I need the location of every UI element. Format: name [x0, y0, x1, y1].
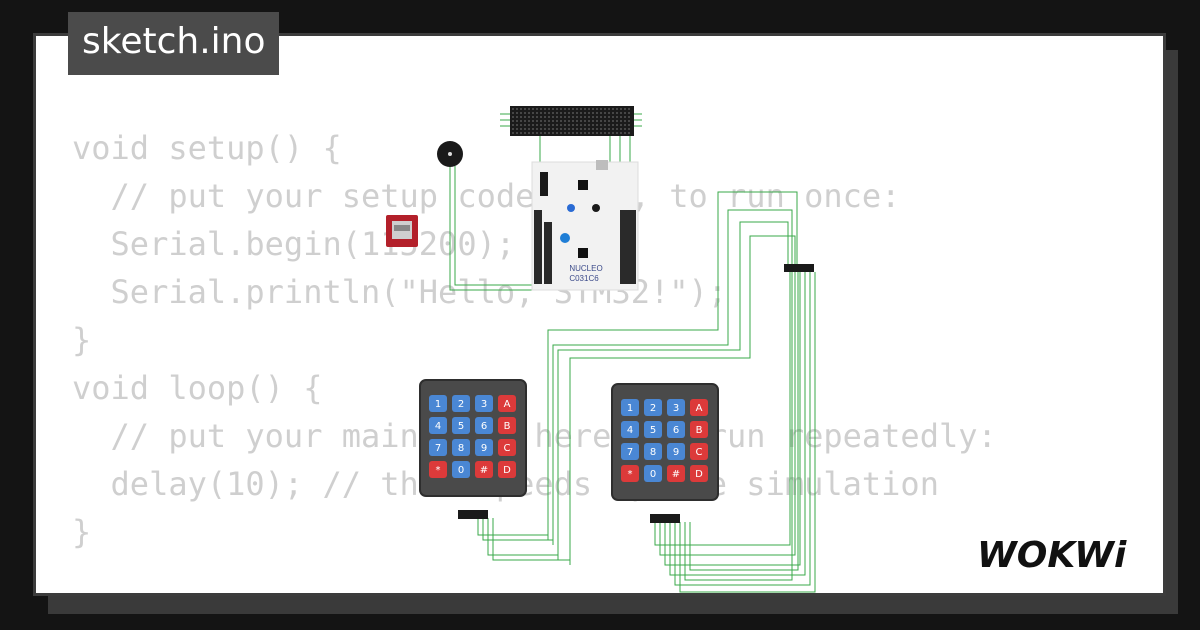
wokwi-logo: WOKWi: [977, 535, 1127, 576]
keypad-left[interactable]: 1 2 3 A 4 5 6 B 7 8 9 C * 0 # D: [419, 379, 527, 519]
keypad-key-label: 6: [673, 425, 679, 436]
keypad-key[interactable]: [475, 417, 493, 434]
keypad-key[interactable]: [690, 399, 708, 416]
keypad-key[interactable]: [621, 421, 639, 438]
nucleo-board[interactable]: NUCLEO C031C6: [531, 160, 639, 291]
keypad-key[interactable]: [429, 461, 447, 478]
keypad-key-label: 8: [650, 447, 656, 458]
wires: [449, 122, 816, 593]
keypad-key[interactable]: [452, 395, 470, 412]
file-tab[interactable]: sketch.ino: [68, 12, 280, 75]
logo-text: WOKWi: [977, 535, 1127, 576]
keypad-key[interactable]: [452, 461, 470, 478]
keypad-key-label: 7: [435, 443, 441, 454]
keypad-key-label: *: [436, 465, 441, 476]
code-line: }: [72, 513, 92, 551]
sd-card-module[interactable]: [386, 215, 418, 247]
keypad-key[interactable]: [644, 443, 662, 460]
keypad-right[interactable]: 1 2 3 A 4 5 6 B 7 8 9 C * 0 # D: [611, 383, 719, 523]
keypad-key-label: 5: [650, 425, 656, 436]
keypad-key[interactable]: [498, 461, 516, 478]
keypad-key-label: 6: [481, 421, 487, 432]
keypad-key-label: 3: [481, 399, 487, 410]
keypad-key[interactable]: [475, 439, 493, 456]
keypad-key-label: 1: [627, 403, 633, 414]
keypad-key-label: 4: [627, 425, 633, 436]
keypad-key[interactable]: [498, 417, 516, 434]
keypad-key-label: 2: [650, 403, 656, 414]
keypad-key[interactable]: [667, 465, 685, 482]
keypad-key[interactable]: [475, 461, 493, 478]
keypad-key[interactable]: [498, 439, 516, 456]
keypad-key-label: 5: [458, 421, 464, 432]
keypad-key-label: B: [504, 421, 511, 432]
keypad-key[interactable]: [667, 443, 685, 460]
keypad-key[interactable]: [452, 417, 470, 434]
keypad-key[interactable]: [621, 443, 639, 460]
code-line: void setup() {: [72, 129, 342, 167]
keypad-key[interactable]: [429, 439, 447, 456]
keypad-key[interactable]: [475, 395, 493, 412]
keypad-key-label: D: [503, 465, 511, 476]
keypad-key-label: 7: [627, 447, 633, 458]
keypad-key-label: B: [696, 425, 703, 436]
keypad-key[interactable]: [667, 399, 685, 416]
keypad-key-label: C: [504, 443, 511, 454]
keypad-key[interactable]: [621, 465, 639, 482]
keypad-key-label: C: [696, 447, 703, 458]
keypad-key[interactable]: [644, 465, 662, 482]
keypad-key-label: A: [696, 403, 703, 414]
keypad-key[interactable]: [498, 395, 516, 412]
keypad-key[interactable]: [429, 417, 447, 434]
keypad-key[interactable]: [690, 443, 708, 460]
keypad-key[interactable]: [667, 421, 685, 438]
code-line: void loop() {: [72, 369, 323, 407]
keypad-key-label: A: [504, 399, 511, 410]
keypad-key-label: 1: [435, 399, 441, 410]
keypad-key-label: 8: [458, 443, 464, 454]
keypad-key-label: 0: [458, 465, 464, 476]
keypad-key[interactable]: [644, 399, 662, 416]
keypad-key-label: 4: [435, 421, 441, 432]
led-matrix[interactable]: [500, 106, 642, 136]
keypad-key[interactable]: [644, 421, 662, 438]
keypad-key-label: 9: [481, 443, 487, 454]
buzzer[interactable]: [437, 141, 463, 167]
code-line: }: [72, 321, 92, 359]
keypad-key-label: #: [672, 469, 680, 480]
board-label-bottom: C031C6: [569, 274, 599, 283]
keypad-key[interactable]: [429, 395, 447, 412]
code-line: Serial.begin(115200);: [72, 225, 516, 263]
keypad-key[interactable]: [621, 399, 639, 416]
keypad-key[interactable]: [690, 421, 708, 438]
keypad-key-label: 0: [650, 469, 656, 480]
board-label-top: NUCLEO: [569, 264, 602, 273]
keypad-key-label: #: [480, 465, 488, 476]
pin-header: [784, 264, 814, 272]
code-line: Serial.println("Hello, STM32!");: [72, 273, 728, 311]
keypad-key-label: 9: [673, 447, 679, 458]
keypad-key[interactable]: [452, 439, 470, 456]
keypad-key[interactable]: [690, 465, 708, 482]
keypad-key-label: 2: [458, 399, 464, 410]
keypad-key-label: 3: [673, 403, 679, 414]
keypad-key-label: *: [628, 469, 633, 480]
keypad-key-label: D: [695, 469, 703, 480]
